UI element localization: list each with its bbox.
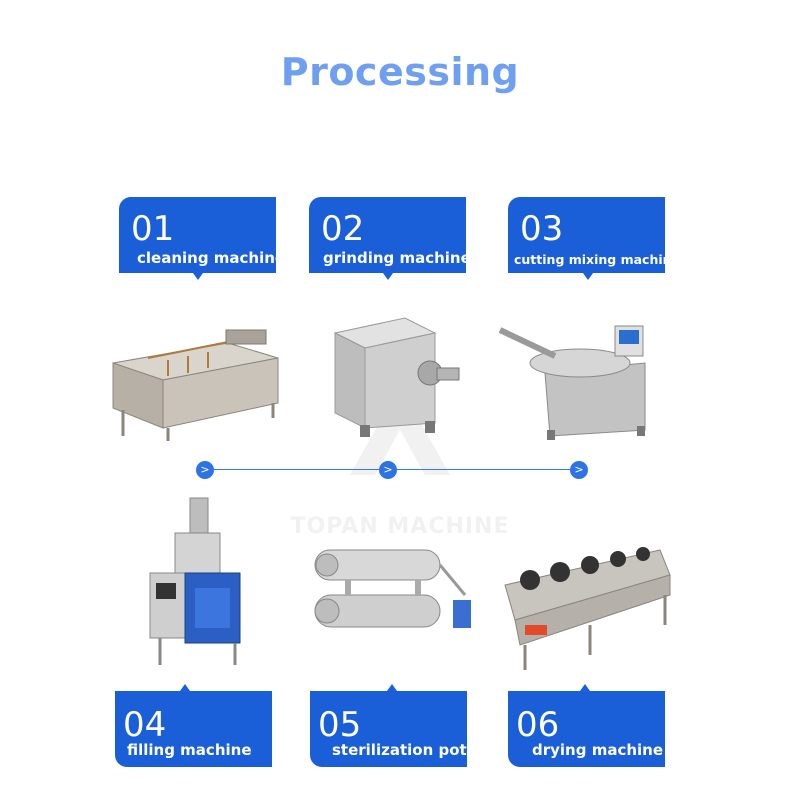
sterilization-pot-image	[314, 549, 471, 628]
grinding-machine-image	[333, 317, 460, 437]
step-card-grinding: 02 grinding machine	[309, 197, 466, 273]
step-label: cutting mixing machine	[514, 252, 665, 267]
page-title: Processing	[280, 50, 520, 94]
step-card-cleaning: 01 cleaning machine	[119, 197, 276, 273]
step-number: 06	[516, 705, 560, 745]
step-label: sterilization pot	[332, 741, 467, 759]
arrow-right-icon: >	[570, 461, 588, 479]
step-number: 04	[123, 705, 167, 745]
watermark-logo-icon	[350, 385, 450, 475]
pointer-down-icon	[583, 273, 593, 280]
cutting-mixing-machine-image	[498, 325, 646, 440]
step-number: 03	[520, 209, 564, 249]
pointer-down-icon	[193, 273, 203, 280]
step-number: 02	[321, 209, 365, 249]
step-card-sterilization: 05 sterilization pot	[310, 691, 467, 767]
watermark-text: TOPAN MACHINE	[290, 514, 510, 539]
pointer-up-icon	[580, 684, 590, 691]
pointer-down-icon	[383, 273, 393, 280]
cleaning-machine-image	[112, 329, 279, 441]
step-label: grinding machine	[323, 249, 466, 267]
filling-machine-image	[149, 497, 241, 665]
arrow-right-icon: >	[196, 461, 214, 479]
step-label: filling machine	[127, 741, 252, 759]
step-number: 01	[131, 209, 175, 249]
step-card-drying: 06 drying machine	[508, 691, 665, 767]
pointer-up-icon	[387, 684, 397, 691]
step-label: cleaning machine	[137, 249, 276, 267]
step-number: 05	[318, 705, 362, 745]
step-label: drying machine	[532, 741, 664, 759]
arrow-right-icon: >	[379, 461, 397, 479]
drying-machine-image	[504, 547, 671, 670]
step-card-filling: 04 filling machine	[115, 691, 272, 767]
step-card-cutting-mixing: 03 cutting mixing machine	[508, 197, 665, 273]
pointer-up-icon	[180, 684, 190, 691]
